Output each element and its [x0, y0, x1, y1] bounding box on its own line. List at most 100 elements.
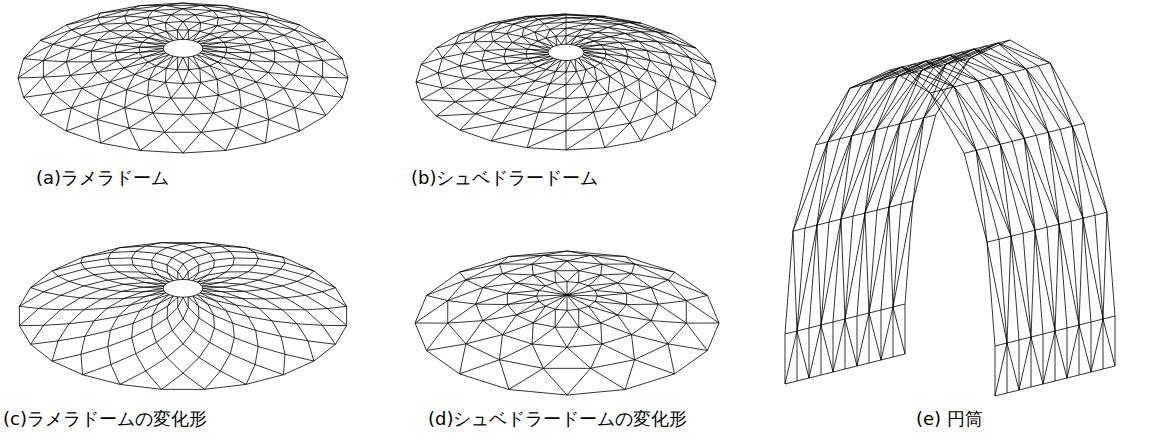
member-line	[567, 295, 579, 309]
member-line	[962, 49, 974, 52]
member-line	[460, 23, 491, 34]
member-line	[165, 23, 167, 32]
member-line	[546, 38, 557, 45]
caption-label: (d)シュベドラードームの変化形	[427, 408, 688, 430]
member-line	[535, 32, 546, 38]
member-line	[249, 61, 275, 62]
member-line	[460, 264, 500, 272]
member-line	[522, 27, 524, 36]
member-line	[898, 61, 926, 76]
member-line	[201, 132, 225, 150]
member-line	[905, 201, 913, 304]
member-line	[618, 274, 632, 283]
member-line	[183, 279, 188, 280]
member-line	[108, 330, 111, 346]
member-line	[91, 62, 97, 73]
member-line	[588, 286, 595, 291]
member-line	[210, 251, 231, 253]
member-line	[171, 98, 195, 99]
member-line	[502, 23, 513, 25]
member-line	[438, 73, 464, 78]
member-line	[954, 87, 1000, 144]
member-line	[641, 23, 672, 34]
member-line	[821, 372, 833, 375]
member-line	[1091, 369, 1103, 372]
member-line	[686, 323, 707, 350]
member-line	[24, 59, 44, 61]
member-line	[460, 130, 491, 141]
member-line	[183, 22, 189, 31]
member-line	[555, 327, 567, 347]
member-line	[308, 341, 314, 361]
member-line	[466, 280, 483, 288]
member-line	[657, 32, 696, 48]
member-line	[987, 242, 995, 346]
member-line	[566, 112, 593, 114]
member-line	[217, 74, 231, 79]
member-line	[85, 265, 110, 269]
member-line	[58, 336, 85, 341]
member-line	[125, 95, 148, 107]
member-line	[322, 325, 346, 326]
member-line	[575, 59, 586, 69]
member-line	[71, 18, 97, 30]
member-line	[183, 252, 194, 258]
member-line	[199, 357, 220, 371]
member-line	[491, 32, 493, 42]
member-line	[183, 258, 194, 264]
member-line	[125, 90, 127, 108]
member-line	[579, 306, 589, 309]
member-line	[845, 213, 865, 319]
member-line	[889, 207, 893, 307]
member-line	[605, 141, 641, 148]
member-line	[91, 44, 117, 50]
member-line	[193, 295, 197, 296]
member-line	[148, 95, 171, 98]
member-line	[241, 99, 265, 107]
member-line	[658, 304, 686, 323]
member-line	[259, 308, 282, 310]
member-line	[323, 60, 348, 78]
member-line	[690, 73, 694, 88]
member-line	[499, 335, 502, 360]
member-line	[1055, 378, 1067, 381]
member-line	[203, 288, 223, 291]
member-line	[242, 31, 256, 37]
member-line	[142, 58, 148, 63]
member-line	[205, 371, 221, 389]
member-line	[599, 129, 605, 148]
member-line	[133, 265, 152, 268]
member-line	[202, 286, 223, 287]
member-line	[71, 108, 97, 120]
member-line	[591, 344, 602, 368]
member-line	[809, 325, 821, 378]
member-line	[926, 61, 954, 87]
member-line	[597, 27, 608, 32]
member-line	[183, 357, 199, 373]
member-line	[999, 239, 1007, 343]
member-line	[668, 280, 686, 301]
member-line	[506, 49, 527, 50]
member-line	[491, 23, 502, 32]
member-line	[265, 18, 268, 24]
member-line	[864, 76, 898, 133]
member-line	[300, 60, 323, 61]
member-line	[793, 228, 805, 231]
member-line	[94, 275, 107, 280]
member-line	[976, 150, 999, 239]
member-line	[571, 60, 577, 71]
member-line	[217, 79, 239, 89]
member-line	[139, 48, 163, 52]
member-line	[641, 114, 657, 141]
member-line	[476, 304, 483, 321]
member-line	[40, 116, 66, 132]
member-line	[220, 278, 236, 283]
member-line	[201, 18, 219, 23]
member-line	[227, 47, 252, 52]
member-line	[566, 36, 567, 44]
member-line	[80, 289, 101, 297]
member-line	[231, 31, 242, 37]
member-line	[512, 63, 531, 71]
member-line	[466, 344, 500, 360]
member-line	[516, 275, 533, 283]
